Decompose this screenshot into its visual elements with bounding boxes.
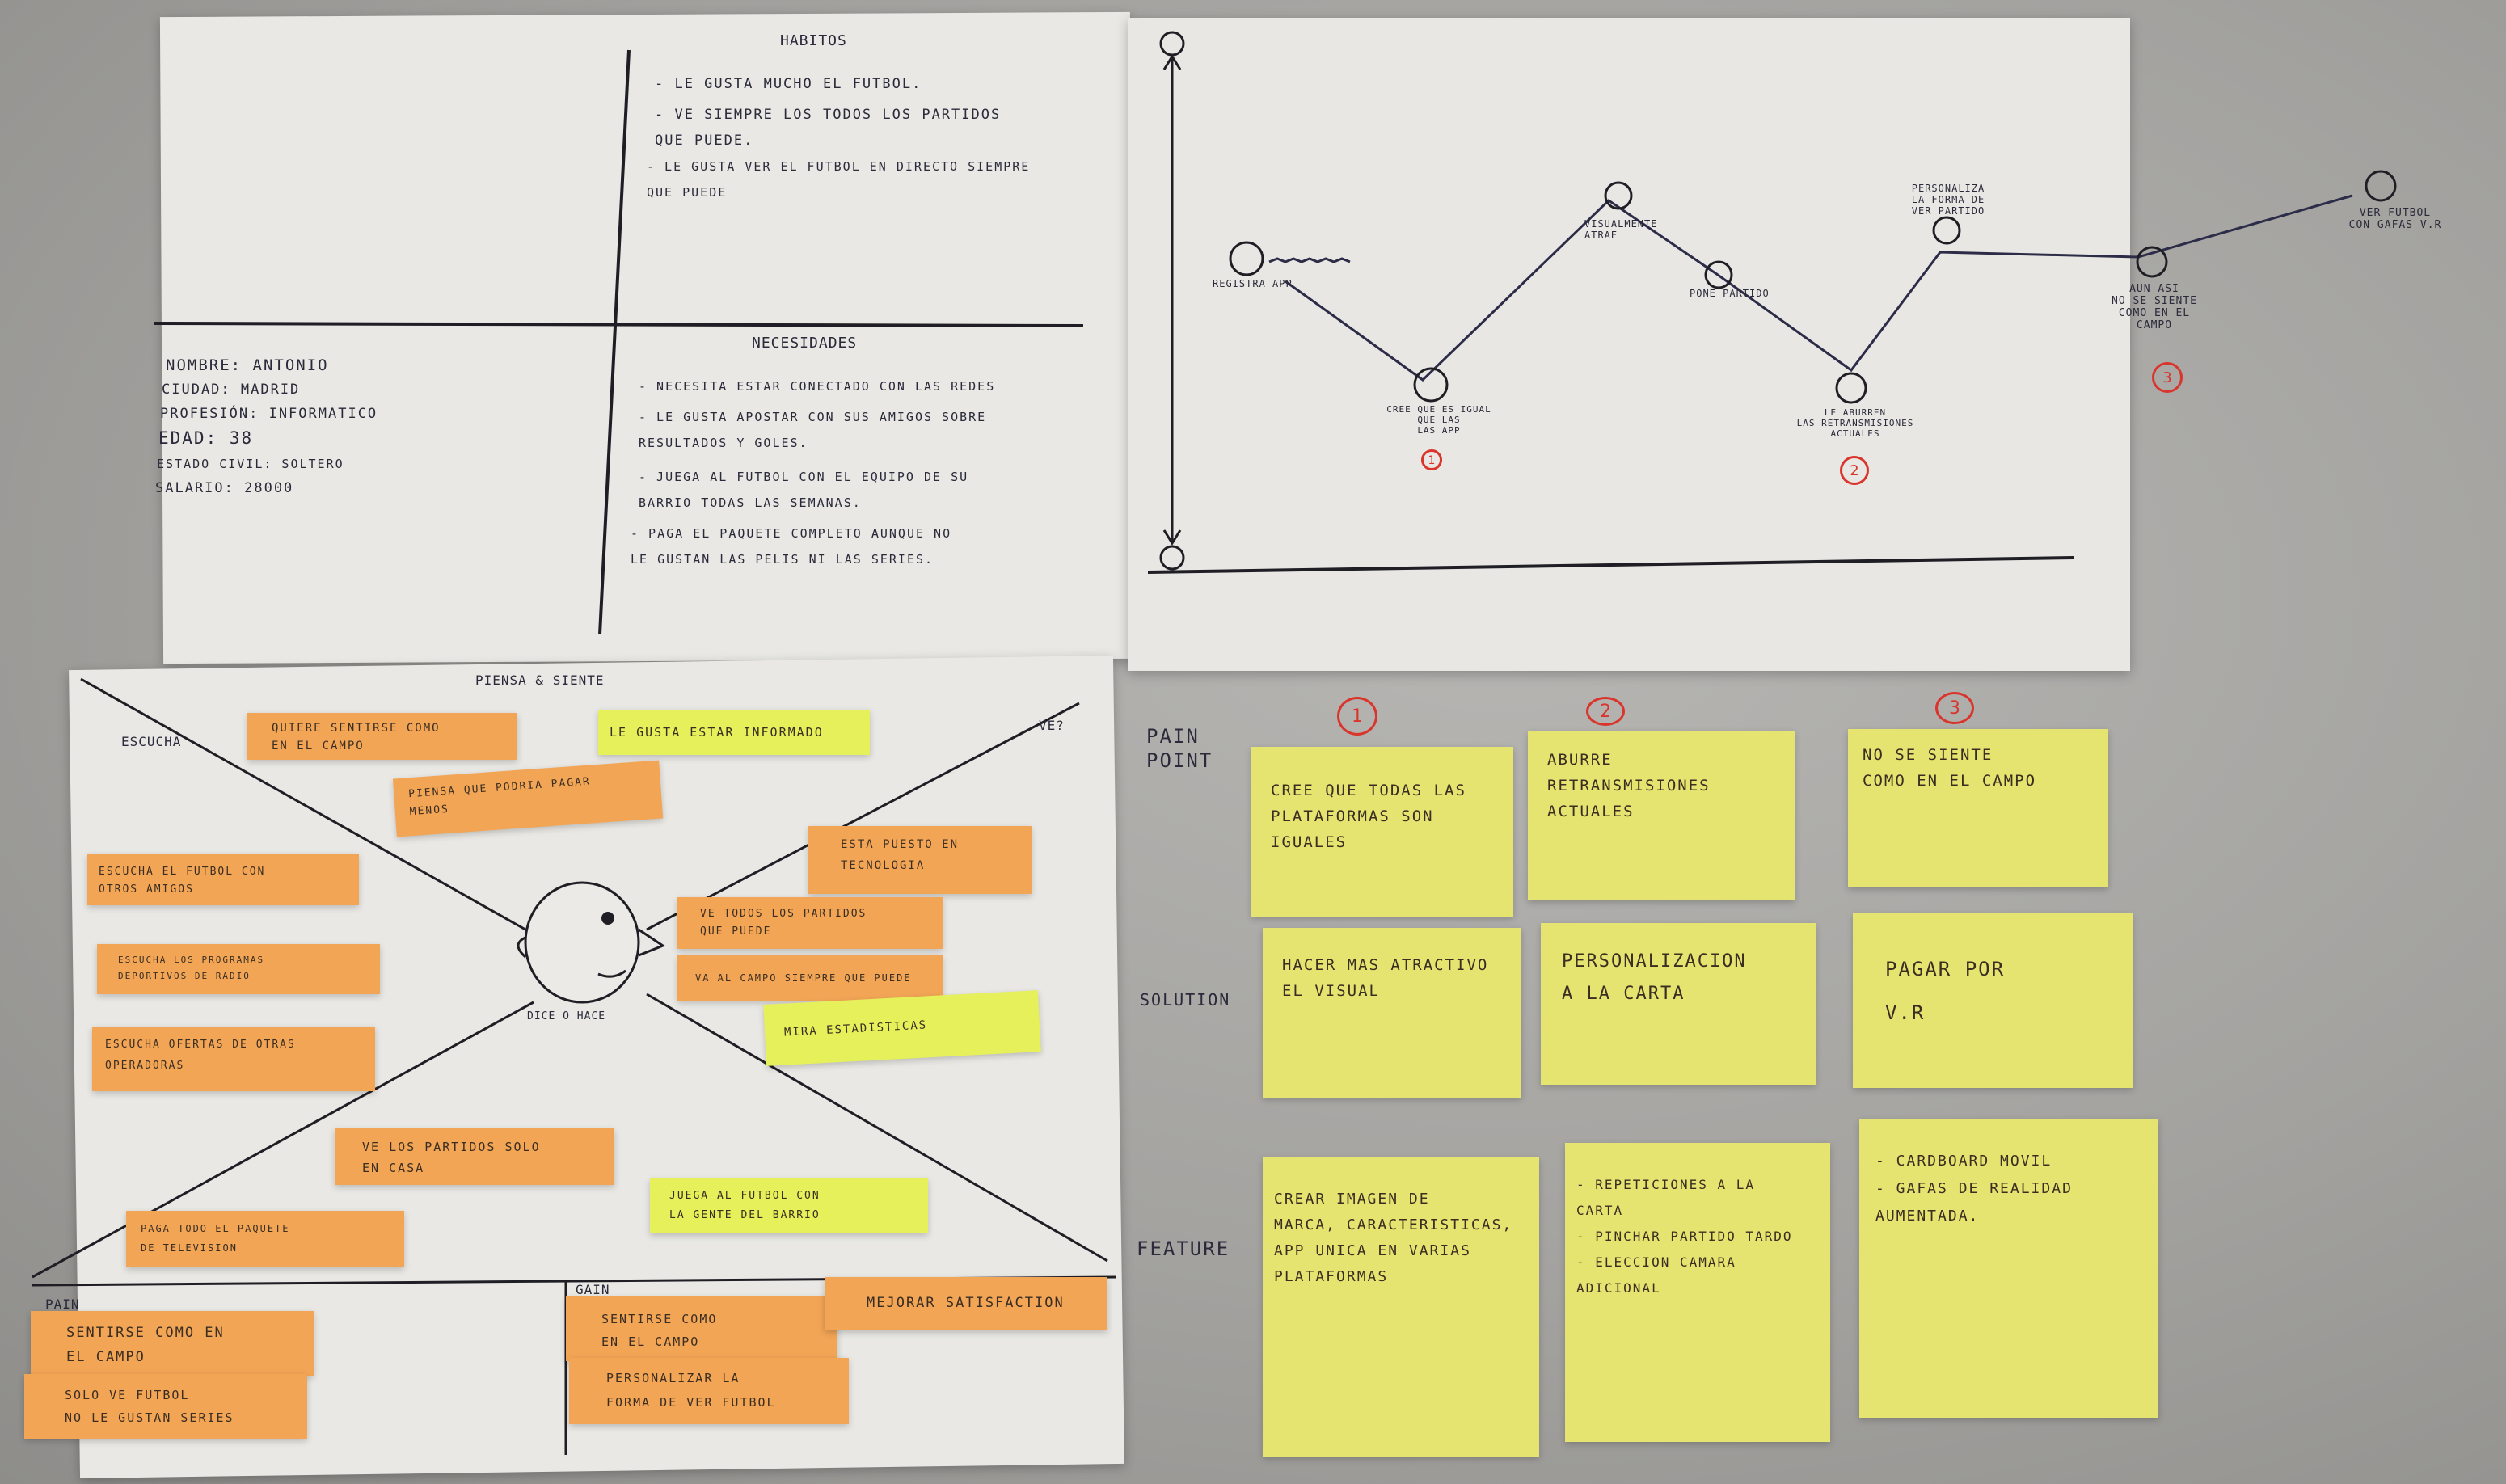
pain-note: Sentirse como en el campo: [31, 1311, 314, 1376]
need-1: - Necesita estar conectado con las redes: [639, 379, 996, 394]
pain-point-note-3: No se siente como en el campo: [1848, 729, 2108, 887]
pain-note: Solo ve futbol no le gustan series: [24, 1374, 307, 1439]
journey-label-3: Visualmente atrae: [1584, 218, 1658, 241]
profile-civil: Estado civil: Soltero: [157, 457, 344, 471]
empathy-note: Escucha el futbol con otros amigos: [87, 854, 359, 905]
gain-label: Gain: [576, 1282, 610, 1297]
gain-note: Sentirse como en el campo: [566, 1296, 837, 1361]
row-label-solution: Solution: [1140, 990, 1231, 1010]
profile-salary: Salario: 28000: [155, 480, 294, 496]
profile-job: Profesión: Informatico: [160, 406, 378, 422]
journey-label-4: Pone partido: [1690, 288, 1770, 299]
journey-num-1: 1: [1421, 449, 1442, 470]
journey-label-2: Cree que es igual que las las app: [1386, 404, 1491, 436]
feature-note-2: - Repeticiones a la carta - Pinchar part…: [1565, 1143, 1830, 1442]
journey-label-5: Le aburren las retransmisiones actuales: [1796, 407, 1914, 439]
journey-label-1: Registra app: [1213, 278, 1293, 289]
solution-note-2: Personalizacion a la carta: [1541, 923, 1816, 1085]
column-number-3: 3: [1935, 692, 1974, 724]
journey-label-7: Aun asi no se siente como en el campo: [2112, 283, 2197, 331]
empathy-note: Juega al futbol con la gente del barrio: [650, 1178, 928, 1233]
empathy-note: Le gusta estar informado: [598, 710, 870, 755]
journey-sheet: [1128, 18, 2130, 671]
empathy-note: Quiere sentirse como en el campo: [247, 713, 517, 760]
journey-label-8: Ver futbol con gafas V.R: [2348, 207, 2442, 231]
profile-age: Edad: 38: [158, 428, 254, 448]
journey-num-3: 3: [2152, 362, 2183, 393]
profile-name: Nombre: Antonio: [166, 356, 329, 374]
needs-title: Necesidades: [752, 335, 858, 352]
journey-label-6: Personaliza la forma de ver partido: [1911, 183, 1985, 217]
column-number-1: 1: [1337, 697, 1377, 736]
empathy-note: Escucha los programas deportivos de radi…: [97, 944, 380, 994]
solution-note-1: Hacer mas atractivo el visual: [1263, 928, 1521, 1098]
empathy-note: Va al campo siempre que puede: [677, 955, 943, 1001]
gain-note: Mejorar satisfaction: [825, 1277, 1107, 1330]
solution-note-3: Pagar por V.R: [1853, 913, 2133, 1088]
row-label-pain-point: Pain point: [1146, 725, 1213, 772]
habit-1: - Le gusta mucho el futbol.: [655, 76, 922, 92]
empathy-note: Esta puesto en tecnologia: [808, 826, 1032, 894]
gain-note: Personalizar la forma de ver futbol: [569, 1358, 849, 1424]
need-2: - Le gusta apostar con sus amigos sobre …: [639, 410, 987, 450]
journey-num-2: 2: [1840, 456, 1869, 485]
column-number-2: 2: [1586, 697, 1625, 726]
habit-2: - Ve siempre los todos los partidos que …: [655, 107, 1002, 149]
habit-3: - Le gusta ver el futbol en directo siem…: [647, 159, 1031, 200]
empathy-top-label: Piensa & siente: [475, 672, 605, 688]
pain-label: Pain: [45, 1296, 80, 1312]
need-4: - Paga el paquete completo aunque no le …: [631, 526, 952, 567]
need-3: - Juega al futbol con el equipo de su ba…: [639, 470, 969, 510]
empathy-note: Ve todos los partidos que puede: [677, 897, 943, 949]
empathy-note: Escucha ofertas de otras operadoras: [92, 1027, 375, 1091]
feature-note-1: Crear imagen de marca, caracteristicas, …: [1263, 1157, 1539, 1457]
pain-point-note-1: Cree que todas las plataformas son igual…: [1251, 747, 1513, 917]
habits-title: Habitos: [780, 32, 847, 49]
empathy-note: Ve los partidos solo en casa: [335, 1128, 614, 1185]
pain-point-note-2: Aburre retransmisiones actuales: [1528, 731, 1795, 900]
feature-note-3: - Cardboard movil - Gafas de realidad au…: [1859, 1119, 2158, 1418]
empathy-center-label: Dice o hace: [527, 1010, 606, 1022]
empathy-left-label: Escucha: [121, 734, 182, 749]
empathy-right-label: Ve?: [1039, 718, 1065, 733]
row-label-feature: Feature: [1137, 1237, 1230, 1260]
profile-city: Ciudad: Madrid: [162, 382, 301, 398]
empathy-note: Paga todo el paquete de television: [126, 1211, 404, 1267]
